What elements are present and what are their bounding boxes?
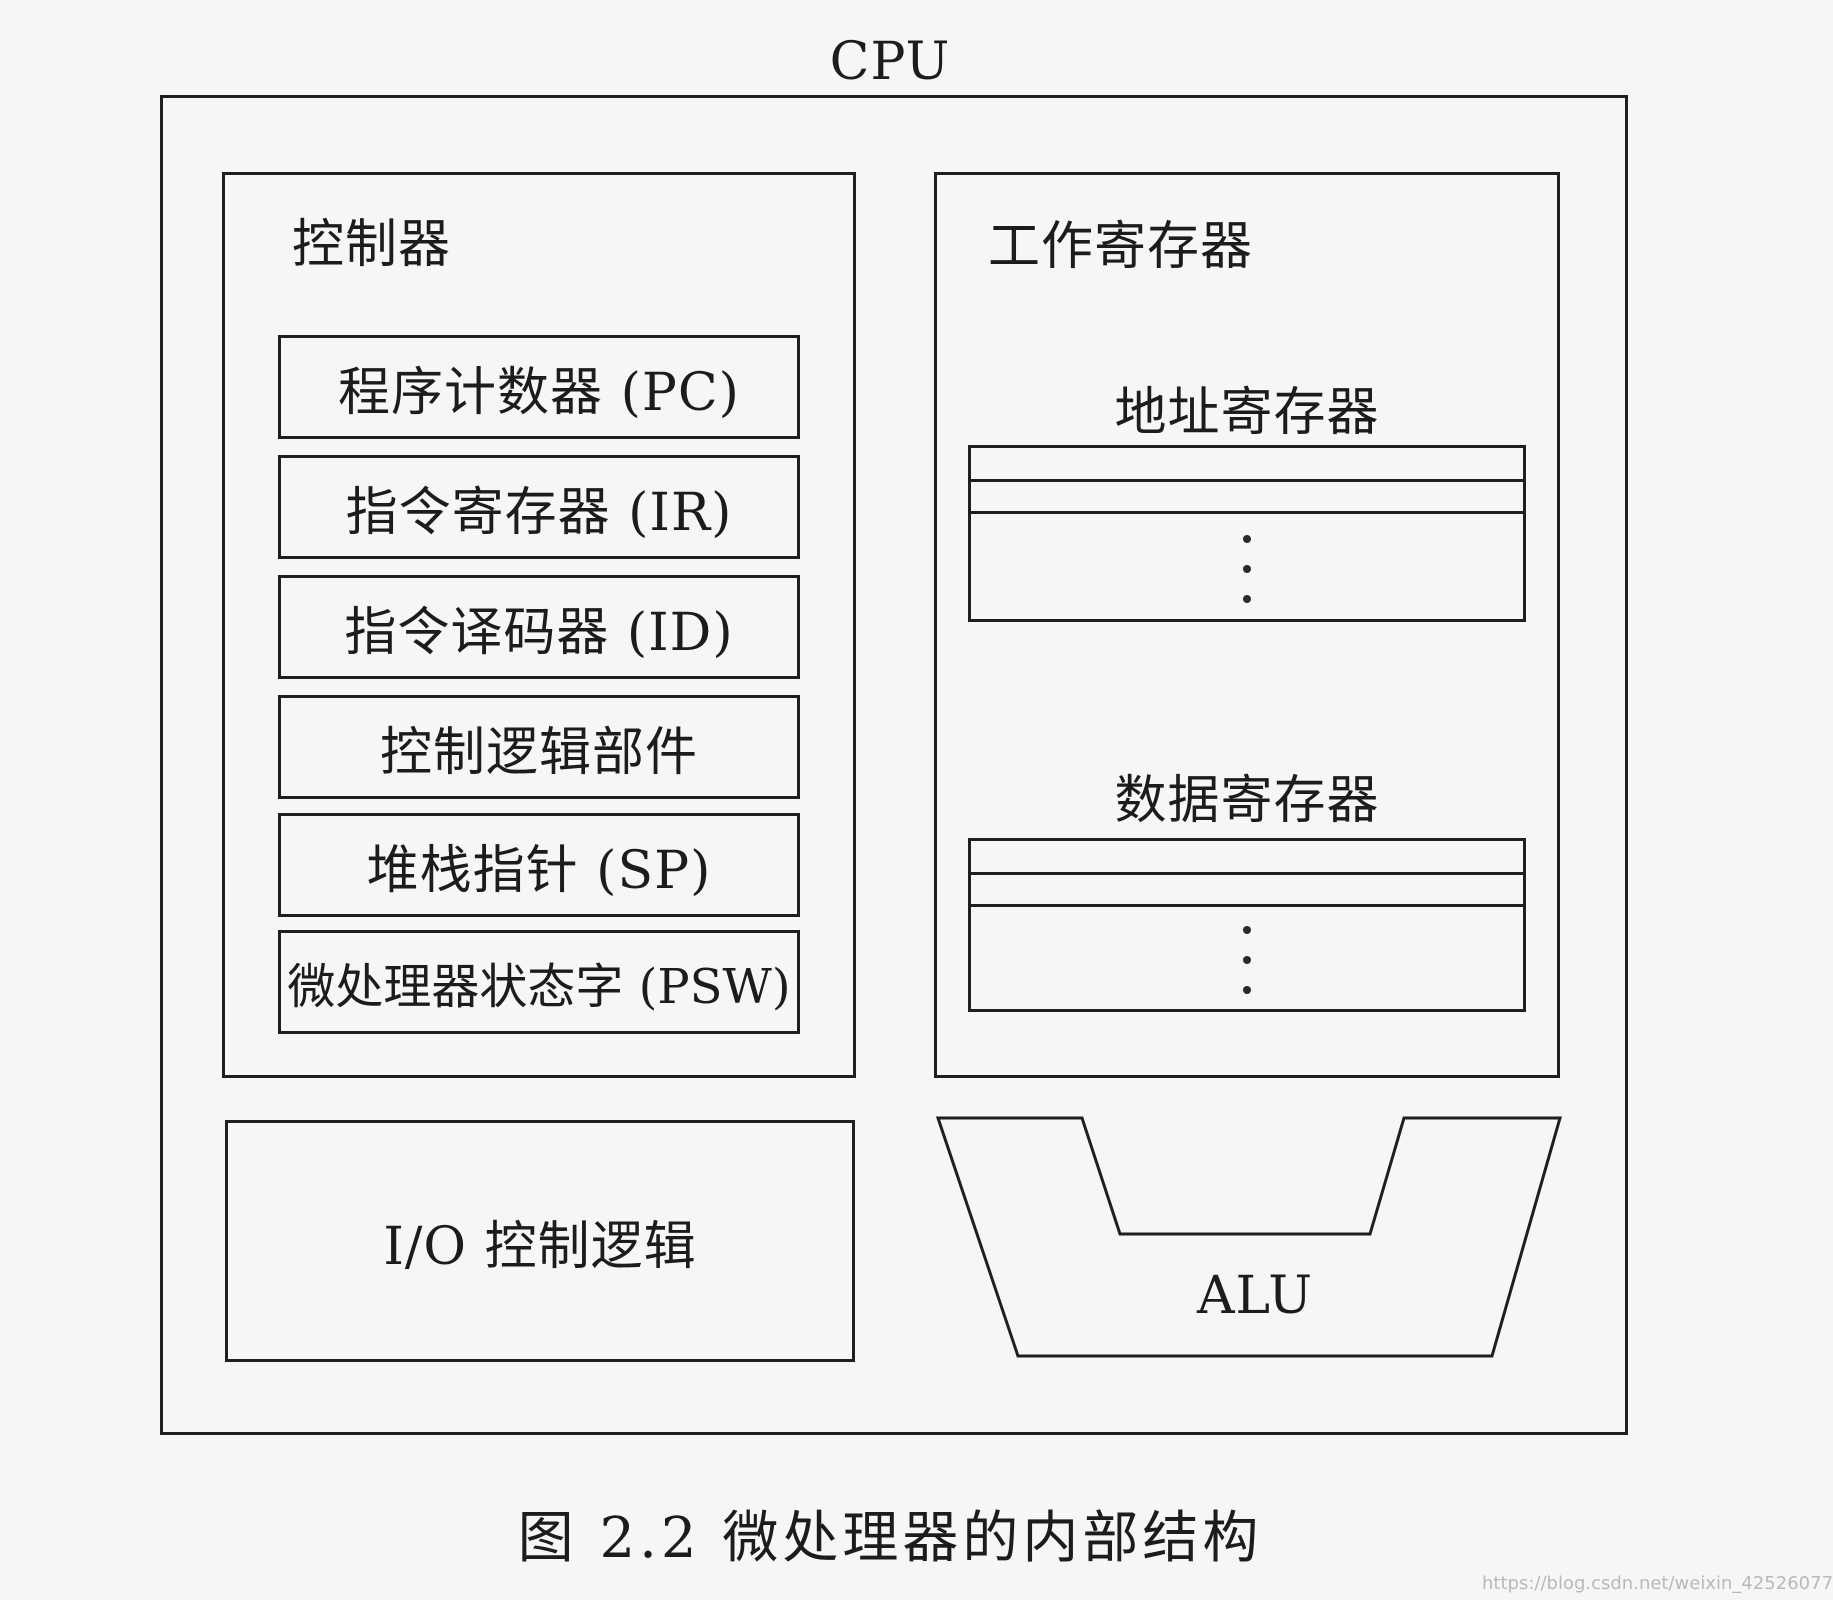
pc-register: 程序计数器 (PC) [278, 335, 800, 439]
alu-shape [935, 1116, 1562, 1358]
dot [1243, 926, 1251, 934]
data-registers-label: 数据寄存器 [1114, 770, 1380, 831]
controller-box [222, 172, 856, 1078]
ellipsis-marker [971, 526, 1523, 612]
control-logic-unit: 控制逻辑部件 [278, 695, 800, 799]
watermark: https://blog.csdn.net/weixin_42526077 [1482, 1573, 1833, 1594]
register-divider [971, 904, 1523, 907]
working-registers-title: 工作寄存器 [988, 217, 1254, 277]
address-registers-label: 地址寄存器 [1114, 382, 1380, 443]
controller-title: 控制器 [292, 215, 452, 275]
dot [1243, 565, 1251, 573]
dot [1243, 595, 1251, 603]
cpu-outer-box [160, 95, 1628, 1435]
working-registers-box [934, 172, 1560, 1078]
dot [1243, 956, 1251, 964]
data-register-stack [968, 838, 1526, 1012]
alu-label: ALU [1196, 1266, 1314, 1326]
dot [1243, 986, 1251, 994]
ir-register: 指令寄存器 (IR) [278, 455, 800, 559]
register-divider [971, 511, 1523, 514]
address-register-stack [968, 445, 1526, 622]
processor-status-word: 微处理器状态字 (PSW) [278, 930, 800, 1034]
ellipsis-marker [971, 917, 1523, 1003]
figure-caption: 图 2.2 微处理器的内部结构 [517, 1505, 1263, 1571]
register-divider [971, 479, 1523, 482]
cpu-label: CPU [829, 32, 951, 92]
register-divider [971, 872, 1523, 875]
instruction-decoder: 指令译码器 (ID) [278, 575, 800, 679]
stack-pointer: 堆栈指针 (SP) [278, 813, 800, 917]
io-control-logic-box: I/O 控制逻辑 [225, 1120, 855, 1362]
dot [1243, 535, 1251, 543]
alu-outline [935, 1116, 1562, 1358]
